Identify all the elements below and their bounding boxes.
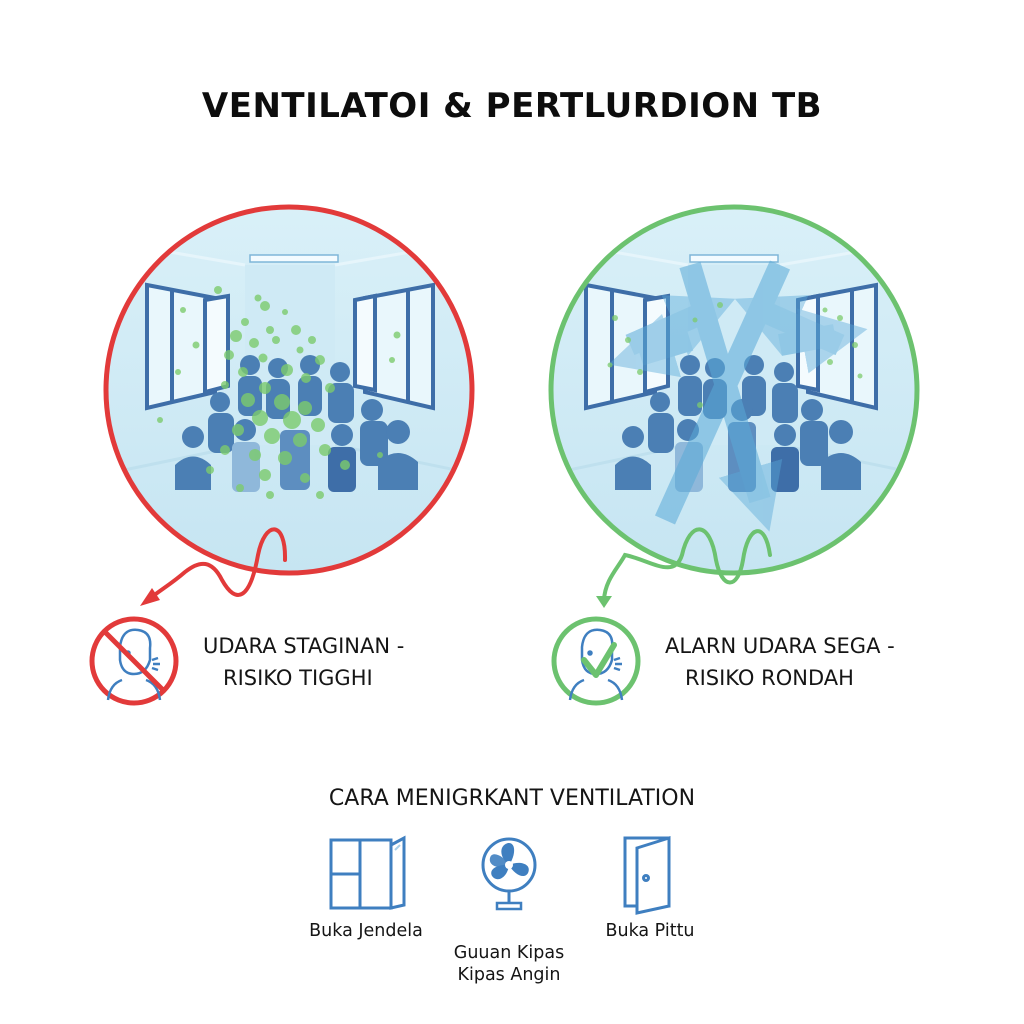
tip-label: Guuan Kipas Kipas Angin	[453, 943, 565, 985]
fresh-air-label: ALARN UDARA SEGA - RISIKO RONDAH	[665, 630, 895, 694]
ceiling-light-icon	[689, 254, 779, 263]
stagnant-label-line2: RISIKO TIGGHI	[223, 666, 373, 690]
fresh-label-line1: ALARN UDARA SEGA -	[665, 634, 895, 658]
tip-label: Buka Pittu	[605, 921, 695, 941]
no-symbol-icon	[89, 616, 179, 706]
open-window-icon	[329, 835, 406, 910]
tip-open-window: Buka Jendela	[291, 920, 441, 942]
left-window-icon	[145, 282, 230, 411]
stagnant-connector-arrow	[146, 527, 288, 602]
ceiling-light-icon	[249, 254, 339, 263]
tips-heading: CARA MENIGRKANT VENTILATION	[328, 786, 696, 811]
tip-use-fan: Guuan Kipas Kipas Angin	[434, 920, 584, 986]
fresh-label-line2: RISIKO RONDAH	[685, 666, 854, 690]
coughing-person-icon	[568, 628, 624, 701]
stagnant-circle-border	[103, 204, 475, 576]
fresh-circle-border	[548, 204, 920, 576]
tip-label: Buka Jendela	[309, 921, 423, 941]
germ-particles	[607, 302, 863, 408]
stagnant-label-line1: UDARA STAGINAN -	[203, 634, 405, 658]
checkmark-icon	[551, 616, 641, 706]
stagnant-air-label: UDARA STAGINAN - RISIKO TIGGHI	[203, 630, 404, 694]
stagnant-room-scene	[103, 204, 475, 606]
germ-particles	[157, 286, 401, 499]
airflow-arrows	[608, 260, 868, 532]
tip-open-door: Buka Pittu	[575, 920, 725, 942]
right-window-icon	[353, 282, 435, 411]
open-door-icon	[623, 835, 671, 915]
fan-icon	[481, 837, 537, 911]
fresh-connector-arrow	[602, 527, 772, 602]
fresh-room-scene	[548, 204, 920, 608]
infographic-title: VENTILATOI & PERTLURDION TB	[201, 86, 823, 126]
